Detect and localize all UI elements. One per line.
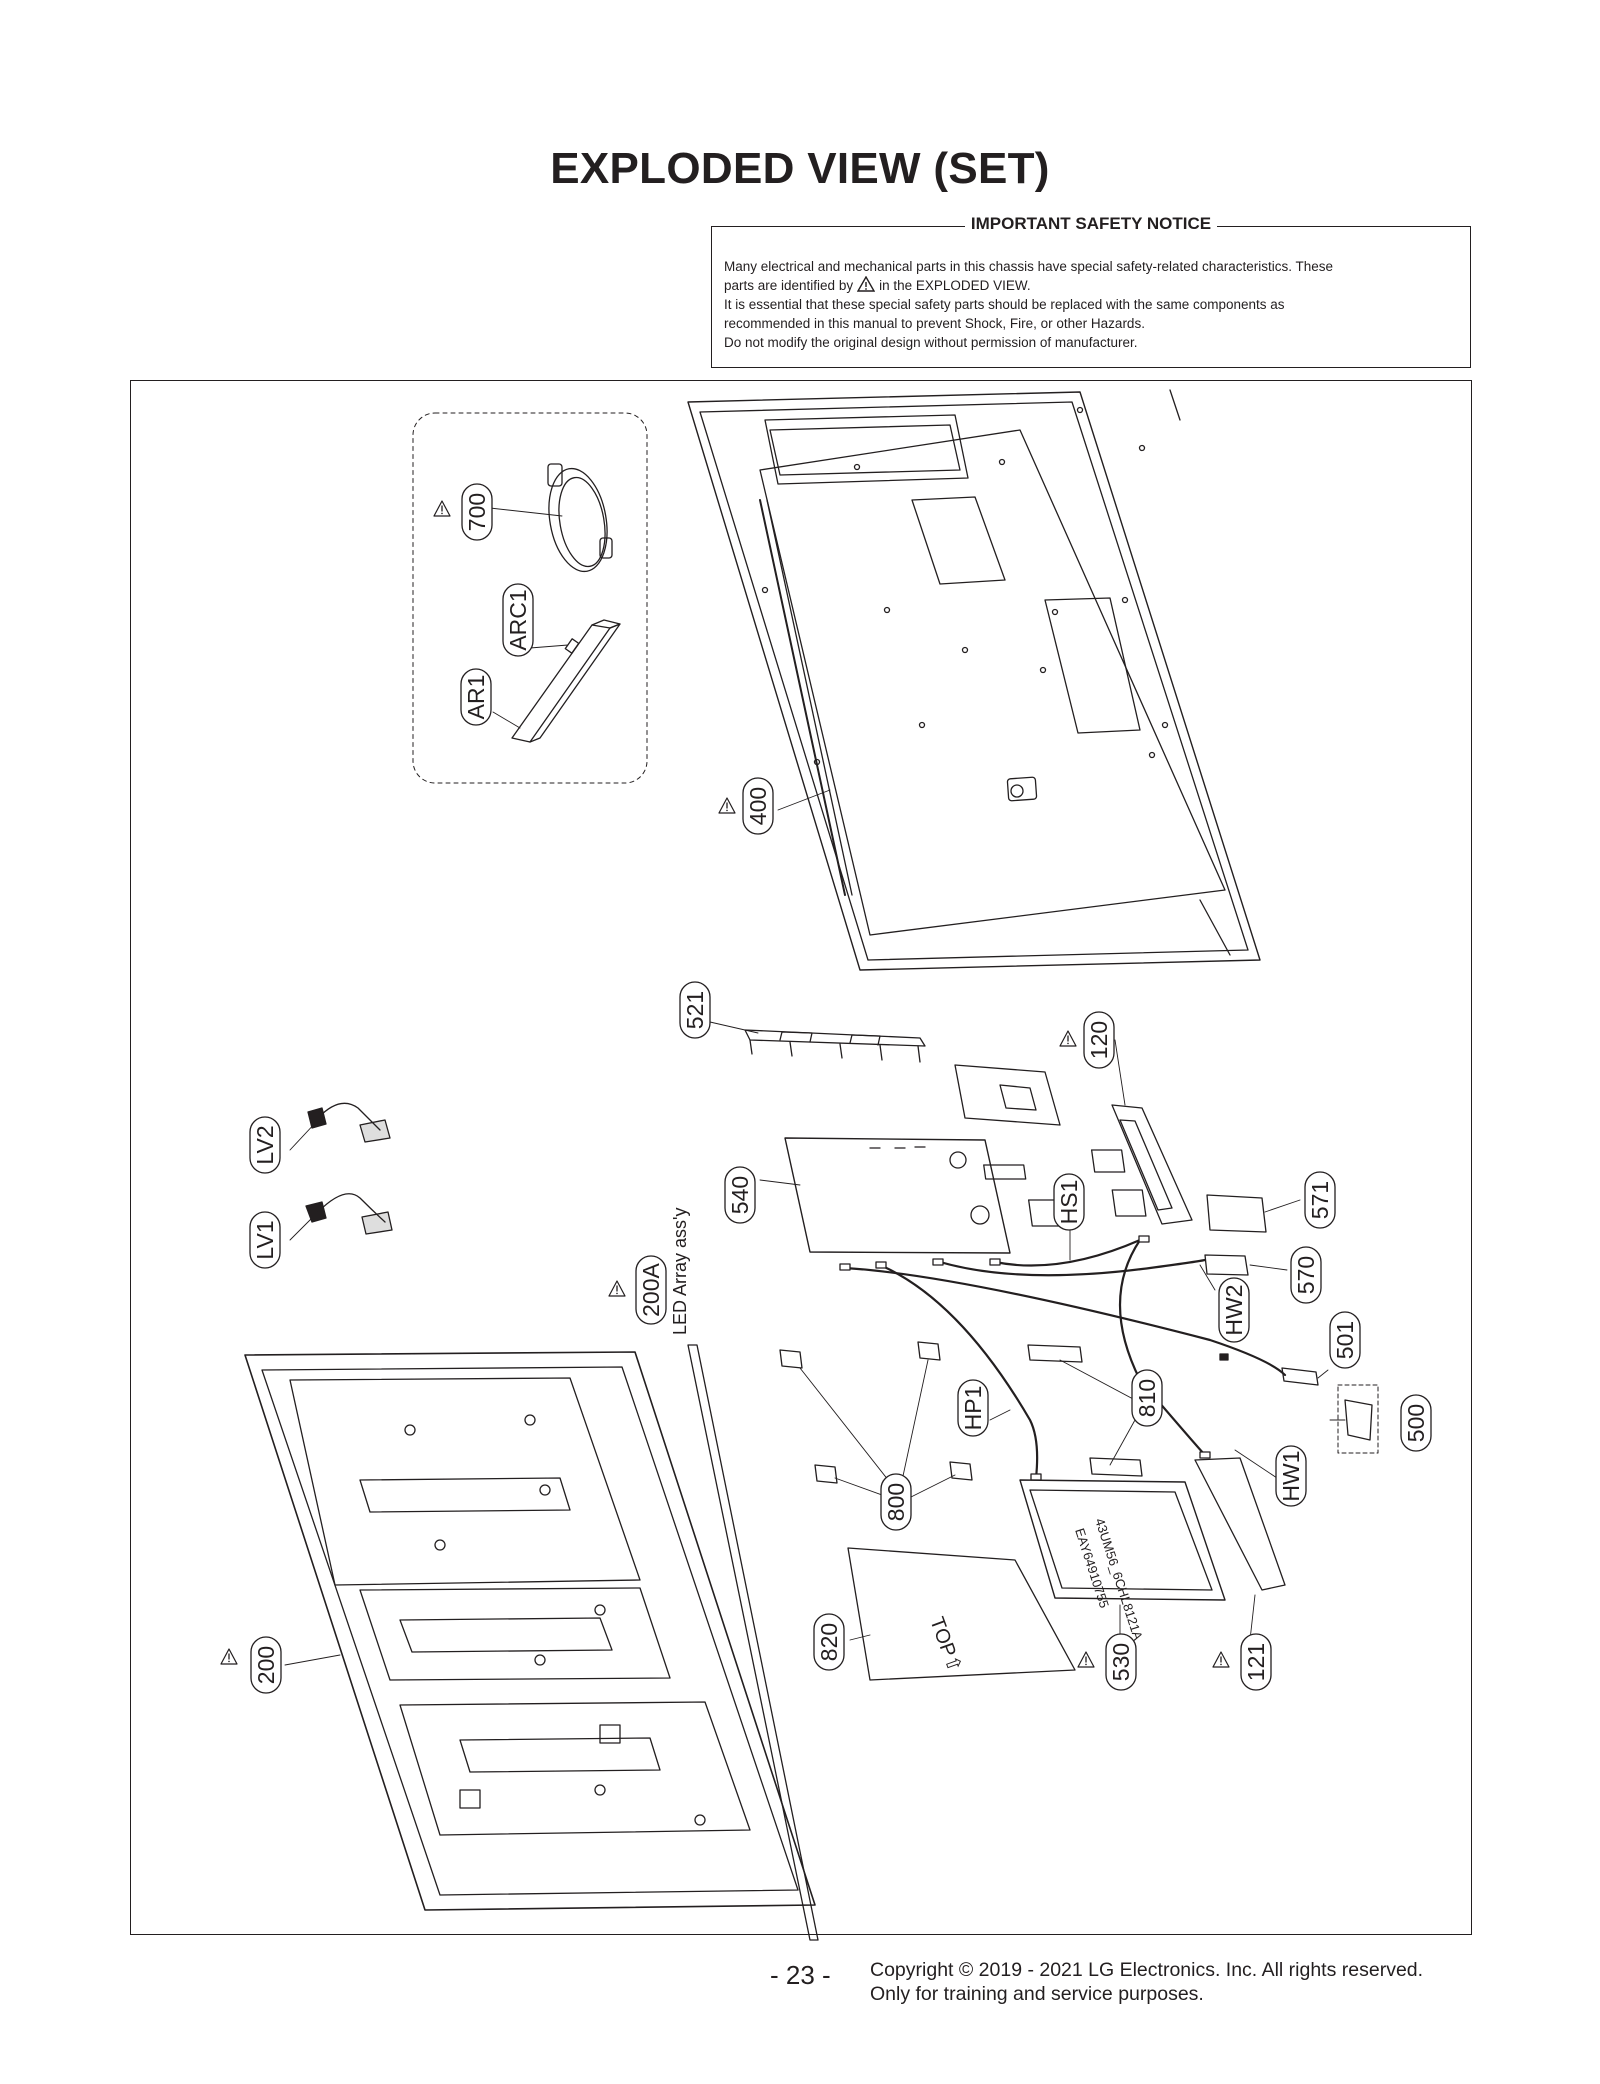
footer-copyright: Copyright © 2019 - 2021 LG Electronics. …: [870, 1958, 1423, 2006]
callout-121: 121: [1240, 1633, 1272, 1691]
callout-hs1: HS1: [1053, 1173, 1085, 1231]
svg-text:ARC1: ARC1: [505, 589, 531, 650]
page-number: - 23 -: [770, 1960, 831, 1990]
callout-lv1: LV1: [249, 1211, 281, 1269]
notice-line-2a: parts are identified by: [724, 278, 854, 293]
svg-text:500: 500: [1403, 1404, 1429, 1442]
notice-line-2: parts are identified by in the EXPLODED V…: [724, 276, 1458, 295]
callout-530: 530: [1105, 1633, 1137, 1691]
lcd-panel-drawing: [244, 1351, 816, 1911]
svg-text:700: 700: [464, 493, 490, 531]
board-500-box: [1337, 1384, 1379, 1454]
callout-571: 571: [1304, 1171, 1336, 1229]
svg-text:501: 501: [1332, 1321, 1358, 1359]
bracket-121-drawing: [1194, 1457, 1286, 1591]
harness-wires-drawing: [843, 1238, 1287, 1480]
callout-hw2: HW2: [1218, 1277, 1250, 1343]
svg-text:LV2: LV2: [252, 1125, 278, 1164]
notice-line-2b: in the EXPLODED VIEW.: [879, 278, 1031, 293]
svg-text:AR1: AR1: [463, 675, 489, 720]
callout-500: 500: [1400, 1394, 1432, 1452]
warning-triangle-icon: [857, 276, 876, 292]
safety-notice-text: Many electrical and mechanical parts in …: [724, 257, 1458, 352]
notice-line-3: It is essential that these special safet…: [724, 297, 1285, 312]
svg-text:HP1: HP1: [960, 1386, 986, 1431]
power-cord-drawing: [547, 463, 613, 573]
page-title: EXPLODED VIEW (SET): [550, 144, 1050, 193]
svg-text:120: 120: [1086, 1021, 1112, 1059]
callout-501: 501: [1329, 1311, 1361, 1369]
usage-line: Only for training and service purposes.: [870, 1983, 1204, 2005]
notice-line-5: Do not modify the original design withou…: [724, 335, 1138, 350]
svg-text:530: 530: [1108, 1643, 1134, 1681]
svg-text:HW1: HW1: [1278, 1450, 1304, 1501]
copyright-line: Copyright © 2019 - 2021 LG Electronics. …: [870, 1959, 1424, 1981]
callout-521: 521: [679, 981, 711, 1039]
callout-lv2: LV2: [249, 1116, 281, 1174]
svg-text:570: 570: [1293, 1256, 1319, 1294]
connectors-drawing: [839, 1235, 1229, 1481]
callout-200a: 200A: [635, 1255, 667, 1325]
svg-text:540: 540: [727, 1176, 753, 1214]
callout-hw1: HW1: [1275, 1445, 1307, 1507]
led-array-label: LED Array ass'y: [670, 1208, 690, 1335]
callout-540: 540: [724, 1166, 756, 1224]
svg-text:810: 810: [1134, 1379, 1160, 1417]
svg-text:400: 400: [745, 787, 771, 825]
callout-arc1: ARC1: [502, 583, 534, 657]
callout-120: 120: [1083, 1011, 1115, 1069]
callout-700: 700: [461, 483, 493, 541]
notice-line-4: recommended in this manual to prevent Sh…: [724, 316, 1145, 331]
callout-hp1: HP1: [957, 1379, 989, 1437]
safety-notice-heading: IMPORTANT SAFETY NOTICE: [964, 214, 1218, 233]
brackets-drawing: [779, 1341, 1143, 1501]
remote-control-drawing: [511, 619, 621, 743]
callout-820: 820: [813, 1613, 845, 1671]
svg-text:200A: 200A: [638, 1262, 664, 1316]
back-cover-drawing: [687, 389, 1261, 971]
svg-text:571: 571: [1307, 1181, 1333, 1219]
led-bar-drawing: [687, 1344, 819, 1941]
exploded-view-frame: [130, 380, 1472, 1935]
callout-200: 200: [250, 1636, 282, 1694]
accessory-group-box: [412, 412, 648, 784]
svg-text:521: 521: [682, 991, 708, 1029]
svg-text:200: 200: [253, 1646, 279, 1684]
callout-400: 400: [742, 777, 774, 835]
callout-ar1: AR1: [460, 668, 492, 726]
svg-text:HW2: HW2: [1221, 1284, 1247, 1335]
svg-text:820: 820: [816, 1623, 842, 1661]
svg-text:HS1: HS1: [1056, 1180, 1082, 1225]
svg-text:800: 800: [883, 1483, 909, 1521]
bracket-521-drawing: [744, 1029, 926, 1063]
svg-text:LV1: LV1: [252, 1220, 278, 1259]
svg-text:121: 121: [1243, 1643, 1269, 1681]
notice-line-1: Many electrical and mechanical parts in …: [724, 259, 1334, 274]
callout-570: 570: [1290, 1246, 1322, 1304]
callout-810: 810: [1131, 1369, 1163, 1427]
callout-800: 800: [880, 1473, 912, 1531]
leader-lines: [284, 507, 1346, 1666]
lvds-cables-drawing: [305, 1102, 393, 1235]
board-cover-drawing: [954, 1064, 1267, 1276]
safety-notice-box: IMPORTANT SAFETY NOTICE Many electrical …: [711, 214, 1471, 368]
